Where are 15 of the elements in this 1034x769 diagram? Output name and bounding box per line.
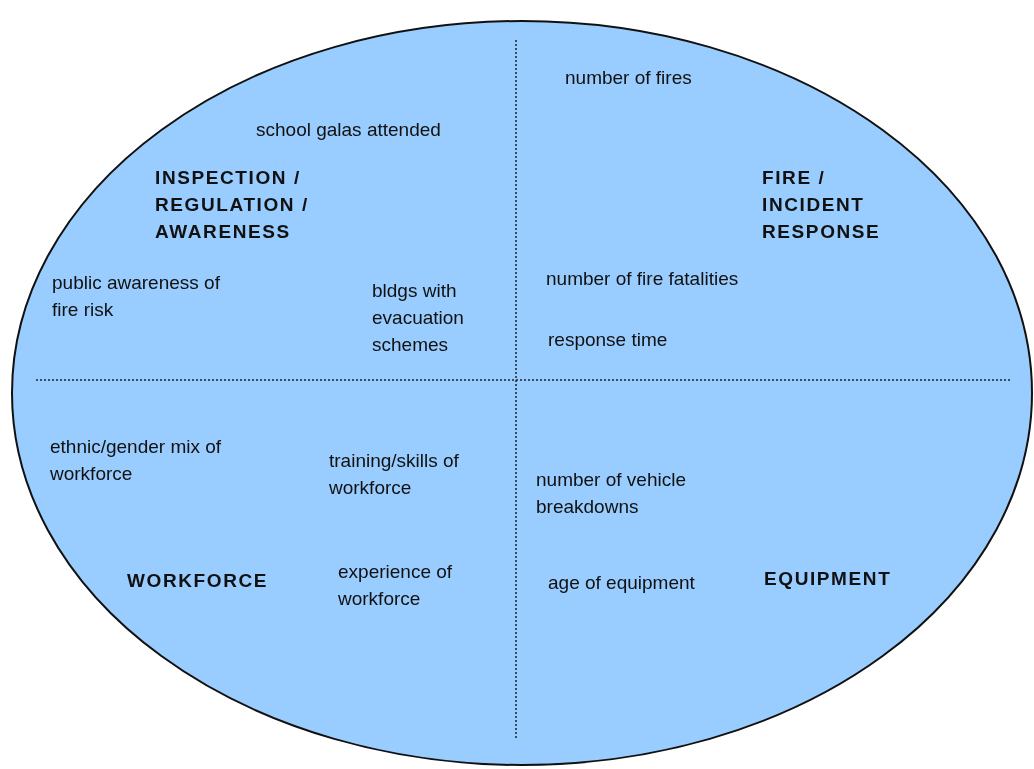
- quadrant-heading: WORKFORCE: [127, 569, 270, 593]
- quadrant-heading: EQUIPMENT: [764, 567, 893, 591]
- measure-label: ethnic/gender mix of workforce: [50, 435, 223, 486]
- measure-label: training/skills of workforce: [329, 449, 459, 500]
- measure-label: number of vehicle breakdowns: [536, 468, 687, 519]
- quadrant-heading: INSPECTION / REGULATION / AWARENESS: [155, 166, 310, 244]
- measure-label: number of fires: [565, 66, 693, 90]
- measure-label: school galas attended: [256, 118, 442, 142]
- measure-label: response time: [548, 328, 669, 352]
- measure-label: experience of workforce: [338, 560, 454, 611]
- measure-label: age of equipment: [548, 571, 696, 595]
- measure-label: public awareness of fire risk: [52, 271, 221, 322]
- quadrant-heading: FIRE / INCIDENT RESPONSE: [762, 166, 882, 244]
- measure-label: number of fire fatalities: [546, 267, 740, 291]
- measure-label: bldgs with evacuation schemes: [372, 279, 465, 357]
